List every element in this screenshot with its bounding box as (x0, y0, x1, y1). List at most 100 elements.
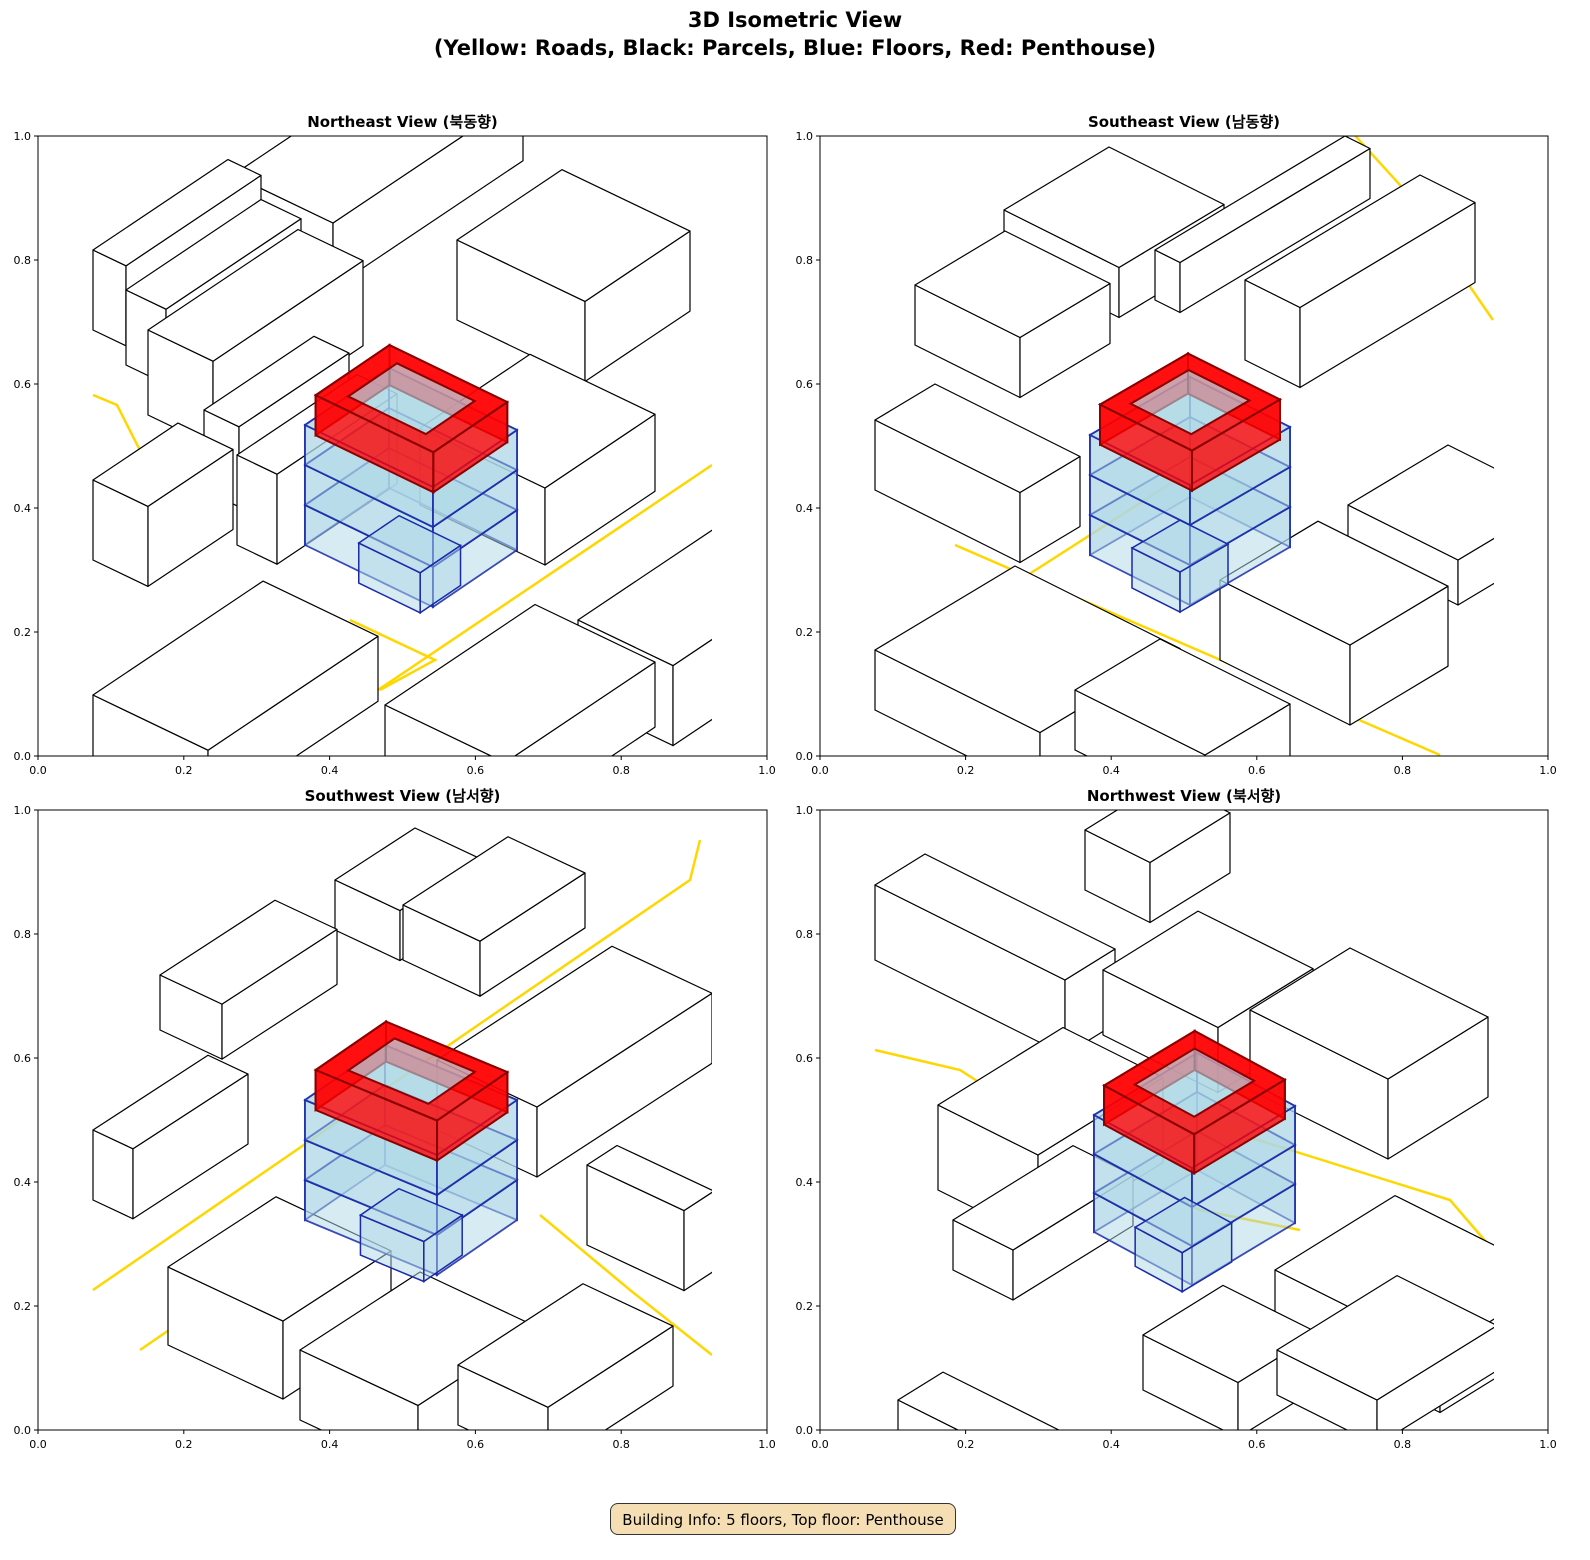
building-face (1249, 947, 1489, 1080)
penthouse (313, 1019, 510, 1163)
y-tick-label: 0.6 (14, 378, 32, 391)
building-face (456, 169, 691, 303)
x-tick-label: 0.8 (1394, 764, 1412, 777)
building-face (125, 198, 302, 310)
target-building (303, 343, 519, 615)
x-tick-label: 0.0 (811, 764, 829, 777)
building-face (384, 603, 656, 756)
building-face (457, 1283, 674, 1408)
parcel-building (384, 603, 656, 756)
x-tick-label: 1.0 (1539, 1438, 1557, 1451)
building-face (332, 136, 524, 289)
y-tick-label: 0.8 (14, 928, 32, 941)
x-tick-label: 0.8 (1394, 1438, 1412, 1451)
x-tick-label: 0.6 (1248, 764, 1266, 777)
parcel-building (874, 853, 1116, 1056)
figure-title: 3D Isometric View (Yellow: Roads, Black:… (0, 6, 1590, 62)
x-tick-label: 1.0 (1539, 764, 1557, 777)
building-face (92, 580, 379, 751)
building-face (672, 638, 712, 747)
x-tick-label: 0.4 (1102, 764, 1120, 777)
y-tick-label: 0.6 (14, 1052, 32, 1065)
x-tick-label: 0.2 (175, 1438, 193, 1451)
building-face (586, 1144, 712, 1212)
x-tick-label: 0.2 (175, 764, 193, 777)
building-face (1376, 1326, 1494, 1430)
y-tick-label: 0.4 (796, 1176, 814, 1189)
building-face (1093, 1470, 1138, 1528)
building-face (92, 422, 234, 507)
parcel-building (92, 580, 379, 756)
building-face (159, 899, 338, 1005)
building-info-box: Building Info: 5 floors, Top floor: Pent… (610, 1503, 956, 1535)
annex-face (1133, 1196, 1234, 1254)
building-face (92, 1054, 249, 1150)
building-face (232, 136, 464, 224)
x-tick-label: 0.6 (1248, 1438, 1266, 1451)
y-tick-label: 0.4 (796, 502, 814, 515)
y-tick-label: 0.8 (796, 928, 814, 941)
parcel-building (457, 1283, 674, 1430)
panel-title: Northwest View (북서향) (1087, 787, 1281, 805)
parcel-building (914, 230, 1111, 399)
building-face (1102, 910, 1314, 1029)
parcel-building (1244, 174, 1476, 389)
axes-frame (37, 135, 768, 757)
parcel-building (92, 1054, 249, 1220)
building-face (1154, 136, 1371, 264)
parcel-building (92, 422, 234, 588)
building-face (1276, 1274, 1494, 1401)
target-building (1088, 351, 1292, 614)
building-face (147, 228, 364, 362)
annex-face (1130, 519, 1230, 573)
y-tick-label: 0.6 (796, 378, 814, 391)
parcel-building (897, 1371, 1138, 1528)
y-tick-label: 0.0 (14, 750, 32, 763)
penthouse (1102, 1029, 1287, 1176)
y-tick-label: 0.2 (14, 1300, 32, 1313)
axes-frame (37, 809, 768, 1431)
x-tick-label: 0.8 (612, 1438, 630, 1451)
annex-face (357, 514, 463, 574)
building-face (1003, 146, 1225, 269)
x-tick-label: 0.4 (321, 1438, 339, 1451)
y-tick-label: 0.4 (14, 502, 32, 515)
y-tick-label: 0.6 (796, 1052, 814, 1065)
parcel-building (1074, 638, 1291, 756)
building-face (536, 992, 712, 1178)
axes-frame (819, 135, 1549, 757)
x-tick-label: 1.0 (758, 1438, 776, 1451)
target-building (1092, 1029, 1297, 1294)
building-face (1347, 444, 1494, 561)
y-tick-label: 1.0 (14, 804, 32, 817)
building-face (1244, 174, 1476, 309)
panel-title: Northeast View (북동향) (307, 113, 498, 131)
building-face (914, 230, 1111, 339)
road-line (92, 839, 702, 1292)
panel-title: Southwest View (남서향) (305, 787, 501, 805)
x-tick-label: 0.6 (467, 764, 485, 777)
penthouse-face (436, 1070, 509, 1163)
x-tick-label: 0.0 (811, 1438, 829, 1451)
parcel-building (402, 836, 586, 997)
x-tick-label: 0.4 (321, 764, 339, 777)
building-face (577, 529, 712, 667)
road-line (349, 618, 438, 692)
y-tick-label: 1.0 (14, 130, 32, 143)
penthouse (313, 343, 510, 495)
target-building (303, 1019, 519, 1283)
parcel-building (456, 169, 691, 383)
y-tick-label: 0.0 (14, 1424, 32, 1437)
parcel-building (1276, 1274, 1494, 1430)
parcel-building (874, 383, 1081, 564)
axes-frame (819, 809, 1549, 1431)
annex-face (358, 1187, 464, 1243)
building-face (92, 249, 127, 347)
panel-3: Southwest View (남서향) 0.0 0.2 0.4 0.6 0.8 1.0 0.… (14, 787, 776, 1451)
penthouse-face (1191, 397, 1281, 493)
y-tick-label: 1.0 (796, 130, 814, 143)
